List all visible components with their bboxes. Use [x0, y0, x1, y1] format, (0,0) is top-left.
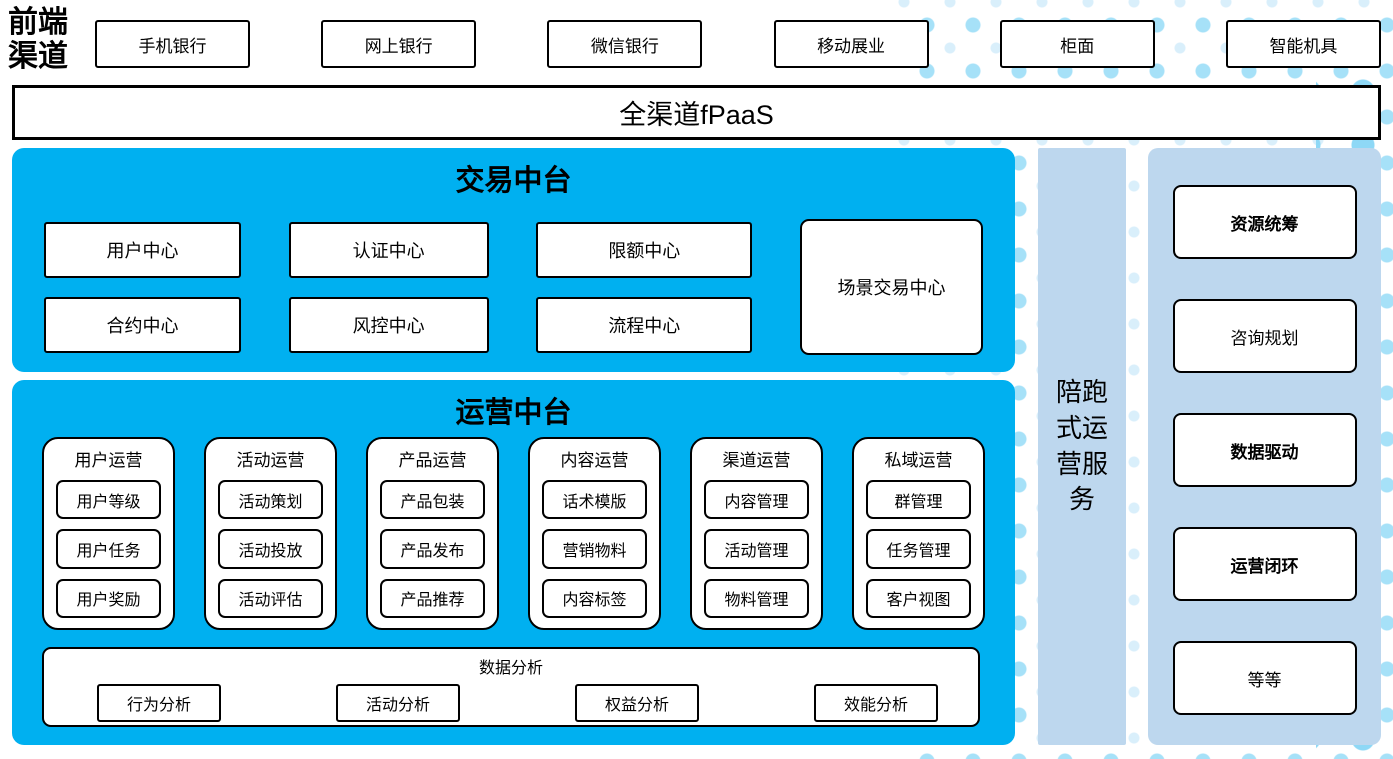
trading-box-limit-center: 限额中心 — [536, 222, 753, 278]
analytics-box-efficiency: 效能分析 — [814, 684, 938, 722]
channel-box-counter: 柜面 — [999, 20, 1155, 68]
trading-box-risk-center: 风控中心 — [288, 297, 489, 353]
operations-column-channel: 渠道运营 内容管理 活动管理 物料管理 — [690, 437, 823, 630]
accompany-service-bar: 陪跑式运营服务 — [1038, 148, 1126, 745]
service-box-resource-planning: 资源统筹 — [1172, 185, 1357, 259]
service-box-etc: 等等 — [1172, 641, 1357, 715]
operations-platform-block: 运营中台 用户运营 用户等级 用户任务 用户奖励 活动运营 活动策划 活动投放 … — [12, 380, 1015, 745]
operations-item: 物料管理 — [704, 578, 809, 618]
operations-item: 群管理 — [866, 480, 971, 520]
channel-box-online-banking: 网上银行 — [321, 20, 477, 68]
trading-grid: 用户中心 合约中心 认证中心 风控中心 限额中心 流程中心 场景交易中心 — [44, 219, 983, 355]
service-items-panel: 资源统筹 咨询规划 数据驱动 运营闭环 等等 — [1148, 148, 1381, 745]
analytics-box-behavior: 行为分析 — [97, 684, 221, 722]
operations-item: 产品发布 — [380, 529, 485, 569]
trading-platform-title: 交易中台 — [455, 165, 572, 197]
channel-box-mobile-sales: 移动展业 — [773, 20, 929, 68]
accompany-service-label: 陪跑式运营服务 — [1056, 376, 1109, 515]
analytics-box-activity: 活动分析 — [336, 684, 460, 722]
column-header: 产品运营 — [398, 451, 467, 470]
service-box-data-driven: 数据驱动 — [1172, 413, 1357, 487]
operations-item: 内容标签 — [542, 578, 647, 618]
operations-item: 用户任务 — [56, 529, 161, 569]
operations-item: 用户奖励 — [56, 578, 161, 618]
trading-column: 认证中心 风控中心 — [288, 222, 489, 353]
column-header: 私域运营 — [884, 451, 953, 470]
operations-item: 营销物料 — [542, 529, 647, 569]
service-box-consulting: 咨询规划 — [1172, 299, 1357, 373]
channel-box-smart-devices: 智能机具 — [1225, 20, 1381, 68]
operations-item: 活动投放 — [218, 529, 323, 569]
trading-box-contract-center: 合约中心 — [44, 297, 241, 353]
data-analytics-row: 行为分析 活动分析 权益分析 效能分析 — [97, 684, 938, 722]
trading-column: 限额中心 流程中心 — [536, 222, 753, 353]
column-header: 用户运营 — [74, 451, 143, 470]
channel-box-wechat-banking: 微信银行 — [547, 20, 703, 68]
trading-box-scenario-center: 场景交易中心 — [799, 219, 983, 355]
operations-item: 活动管理 — [704, 529, 809, 569]
operations-item: 内容管理 — [704, 480, 809, 520]
operations-column-private-domain: 私域运营 群管理 任务管理 客户视图 — [852, 437, 985, 630]
trading-box-process-center: 流程中心 — [536, 297, 753, 353]
front-channels-label: 前端渠道 — [8, 6, 68, 74]
data-analytics-title: 数据分析 — [478, 660, 543, 677]
column-header: 渠道运营 — [722, 451, 791, 470]
service-box-operations-loop: 运营闭环 — [1172, 527, 1357, 601]
trading-box-auth-center: 认证中心 — [288, 222, 489, 278]
operations-item: 活动评估 — [218, 578, 323, 618]
operations-item: 用户等级 — [56, 480, 161, 520]
operations-column-activity: 活动运营 活动策划 活动投放 活动评估 — [204, 437, 337, 630]
operations-column-product: 产品运营 产品包装 产品发布 产品推荐 — [366, 437, 499, 630]
trading-column: 用户中心 合约中心 — [44, 222, 241, 353]
data-analytics-container: 数据分析 行为分析 活动分析 权益分析 效能分析 — [42, 647, 980, 727]
operations-columns: 用户运营 用户等级 用户任务 用户奖励 活动运营 活动策划 活动投放 活动评估 … — [42, 437, 985, 630]
operations-item: 话术模版 — [542, 480, 647, 520]
operations-platform-title: 运营中台 — [455, 397, 572, 429]
operations-item: 任务管理 — [866, 529, 971, 569]
channel-box-mobile-banking: 手机银行 — [95, 20, 250, 68]
trading-platform-block: 交易中台 用户中心 合约中心 认证中心 风控中心 限额中心 流程中心 场景交易中… — [12, 148, 1015, 372]
trading-box-user-center: 用户中心 — [44, 222, 241, 278]
operations-item: 产品包装 — [380, 480, 485, 520]
operations-column-content: 内容运营 话术模版 营销物料 内容标签 — [528, 437, 661, 630]
fpaas-bar: 全渠道fPaaS — [12, 85, 1381, 140]
operations-item: 活动策划 — [218, 480, 323, 520]
analytics-box-rights: 权益分析 — [575, 684, 699, 722]
operations-item: 产品推荐 — [380, 578, 485, 618]
operations-column-user: 用户运营 用户等级 用户任务 用户奖励 — [42, 437, 175, 630]
operations-item: 客户视图 — [866, 578, 971, 618]
channel-row: 手机银行 网上银行 微信银行 移动展业 柜面 智能机具 — [95, 20, 1381, 68]
column-header: 活动运营 — [236, 451, 305, 470]
column-header: 内容运营 — [560, 451, 629, 470]
fpaas-label: 全渠道fPaaS — [619, 100, 774, 130]
